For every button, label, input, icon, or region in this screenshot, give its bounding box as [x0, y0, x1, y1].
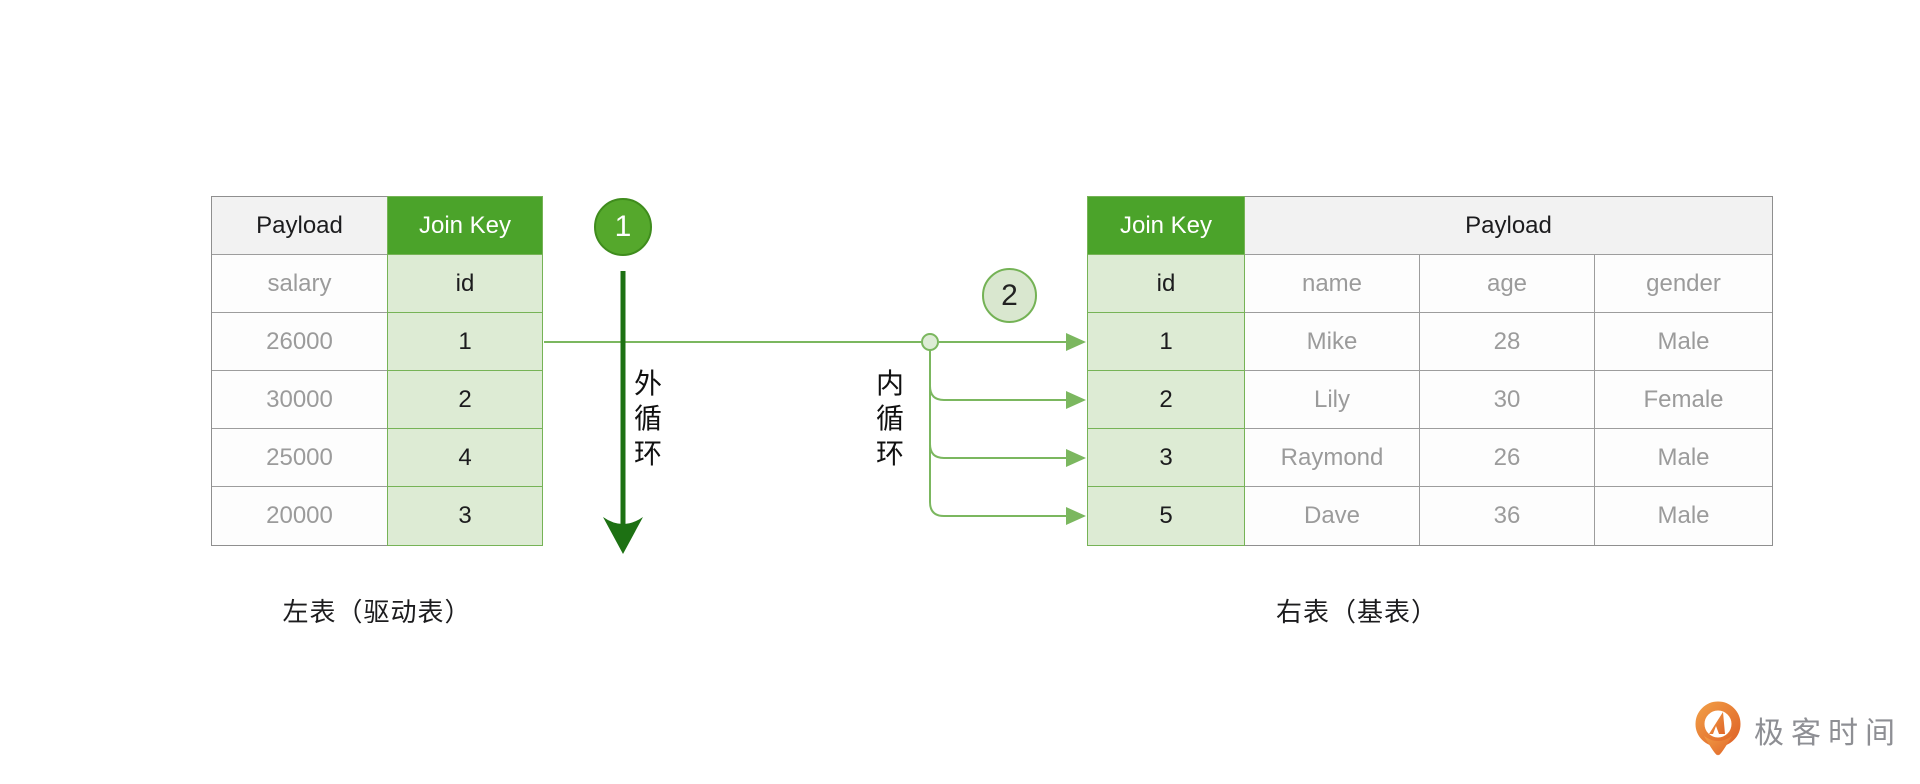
table-cell: 4 — [388, 429, 542, 487]
right-payload-header: Payload — [1245, 197, 1772, 255]
table-cell: Male — [1595, 313, 1772, 371]
table-cell: 2 — [388, 371, 542, 429]
outer-loop-caption: 外 循 环 — [634, 368, 663, 469]
table-cell: Lily — [1245, 371, 1420, 429]
table-cell: Raymond — [1245, 429, 1420, 487]
table-cell: Male — [1595, 429, 1772, 487]
table-cell: id — [1088, 255, 1244, 313]
table-cell: 25000 — [212, 429, 387, 487]
match-arrow-row3 — [929, 443, 1086, 467]
left-table-joinkey-column: Join Key id 1 2 4 3 — [387, 196, 543, 546]
step-2-badge: 2 — [982, 268, 1037, 323]
table-cell: 26000 — [212, 313, 387, 371]
right-table-label: 右表（基表） — [1275, 597, 1438, 627]
table-cell: id — [388, 255, 542, 313]
table-cell: 3 — [388, 487, 542, 545]
table-cell: 2 — [1088, 371, 1244, 429]
table-cell: Male — [1595, 487, 1772, 545]
junction-dot-icon — [921, 333, 939, 351]
step-1-badge: 1 — [594, 198, 652, 256]
left-table-label: 左表（驱动表） — [282, 597, 472, 627]
outer-loop-arrowhead-icon — [603, 517, 643, 554]
right-table: Join Key id 1 2 3 5 Payload name age gen… — [1087, 196, 1773, 546]
table-cell: 1 — [388, 313, 542, 371]
match-arrow-row2 — [929, 385, 1086, 409]
right-table-payload-columns: Payload name age gender Mike 28 Male Lil… — [1245, 196, 1773, 546]
right-joinkey-header: Join Key — [1088, 197, 1244, 255]
table-cell: Dave — [1245, 487, 1420, 545]
left-joinkey-header: Join Key — [388, 197, 542, 255]
left-table-payload-column: Payload salary 26000 30000 25000 20000 — [211, 196, 387, 546]
table-cell: 3 — [1088, 429, 1244, 487]
match-arrow-row4 — [929, 501, 1086, 525]
table-cell: 36 — [1420, 487, 1595, 545]
table-cell: salary — [212, 255, 387, 313]
geektime-logo-icon — [1695, 701, 1741, 756]
inner-loop-caption: 内 循 环 — [876, 368, 905, 469]
left-table: Payload salary 26000 30000 25000 20000 J… — [211, 196, 543, 546]
table-cell: 1 — [1088, 313, 1244, 371]
brand-name: 极客时间 — [1754, 717, 1902, 750]
brand-footer: 极客时间 — [1692, 700, 1902, 760]
table-cell: 30 — [1420, 371, 1595, 429]
table-cell: 26 — [1420, 429, 1595, 487]
table-cell: Mike — [1245, 313, 1420, 371]
table-cell: name — [1245, 255, 1420, 313]
table-cell: Female — [1595, 371, 1772, 429]
table-cell: 28 — [1420, 313, 1595, 371]
table-cell: gender — [1595, 255, 1772, 313]
right-table-joinkey-column: Join Key id 1 2 3 5 — [1087, 196, 1245, 546]
table-cell: age — [1420, 255, 1595, 313]
table-cell: 20000 — [212, 487, 387, 545]
table-cell: 30000 — [212, 371, 387, 429]
table-cell: 5 — [1088, 487, 1244, 545]
left-payload-header: Payload — [212, 197, 387, 255]
